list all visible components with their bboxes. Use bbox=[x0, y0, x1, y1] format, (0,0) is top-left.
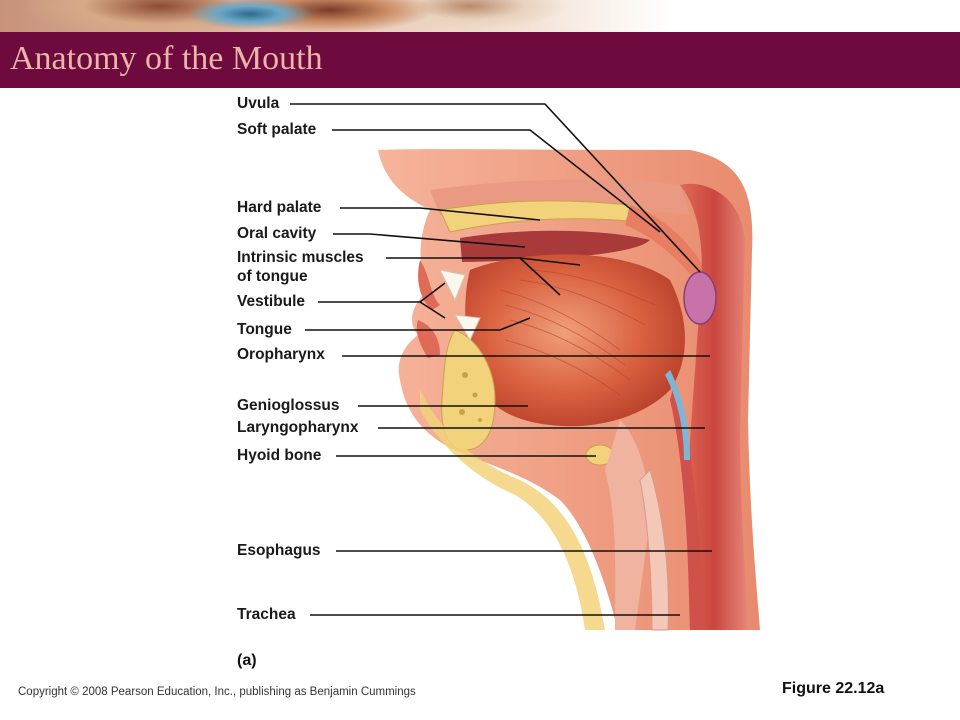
page-title: Anatomy of the Mouth bbox=[10, 40, 323, 77]
label-genioglossus: Genioglossus bbox=[237, 397, 340, 414]
label-esophagus: Esophagus bbox=[237, 542, 321, 559]
figure-caption: Figure 22.12a bbox=[782, 680, 885, 697]
leader-vestibule-b bbox=[419, 301, 446, 319]
upper-teeth bbox=[439, 269, 466, 302]
label-intrinsic-muscles: Intrinsic muscles bbox=[237, 249, 364, 266]
label-oral-cavity: Oral cavity bbox=[237, 225, 317, 242]
leader-vestibule-a bbox=[318, 282, 446, 303]
leader-oral-cavity bbox=[333, 233, 526, 248]
neck-fat bbox=[420, 390, 605, 630]
copyright-notice: Copyright © 2008 Pearson Education, Inc.… bbox=[18, 686, 416, 698]
leader-intrinsic-b bbox=[519, 257, 561, 296]
label-hard-palate: Hard palate bbox=[237, 199, 322, 216]
leader-soft-palate bbox=[332, 129, 661, 233]
label-trachea: Trachea bbox=[237, 606, 296, 623]
label-uvula: Uvula bbox=[237, 95, 280, 112]
mandible-spots bbox=[459, 372, 482, 422]
lower-teeth bbox=[454, 314, 481, 342]
leader-hard-palate bbox=[340, 207, 541, 221]
title-bar bbox=[0, 32, 960, 88]
leader-tongue bbox=[305, 317, 531, 331]
esophagus-tube bbox=[670, 380, 705, 630]
label-laryngopharynx: Laryngopharynx bbox=[237, 419, 359, 436]
leader-uvula bbox=[290, 103, 701, 273]
label-oropharynx: Oropharynx bbox=[237, 346, 325, 363]
label-hyoid-bone: Hyoid bone bbox=[237, 447, 322, 464]
upper-lip bbox=[418, 260, 440, 310]
label-soft-palate: Soft palate bbox=[237, 121, 317, 138]
label-vestibule: Vestibule bbox=[237, 293, 306, 310]
leader-intrinsic-a bbox=[386, 257, 581, 266]
banner-artwork bbox=[0, 0, 960, 32]
oral-cavity bbox=[460, 230, 650, 262]
trachea-tube bbox=[639, 469, 669, 631]
soft-palate bbox=[625, 205, 705, 280]
spinal-blue bbox=[665, 370, 690, 460]
tongue bbox=[465, 254, 685, 427]
larynx bbox=[605, 420, 650, 630]
panel-label: (a) bbox=[237, 652, 257, 669]
label-of-tongue: of tongue bbox=[237, 268, 308, 285]
label-tongue: Tongue bbox=[237, 321, 292, 338]
